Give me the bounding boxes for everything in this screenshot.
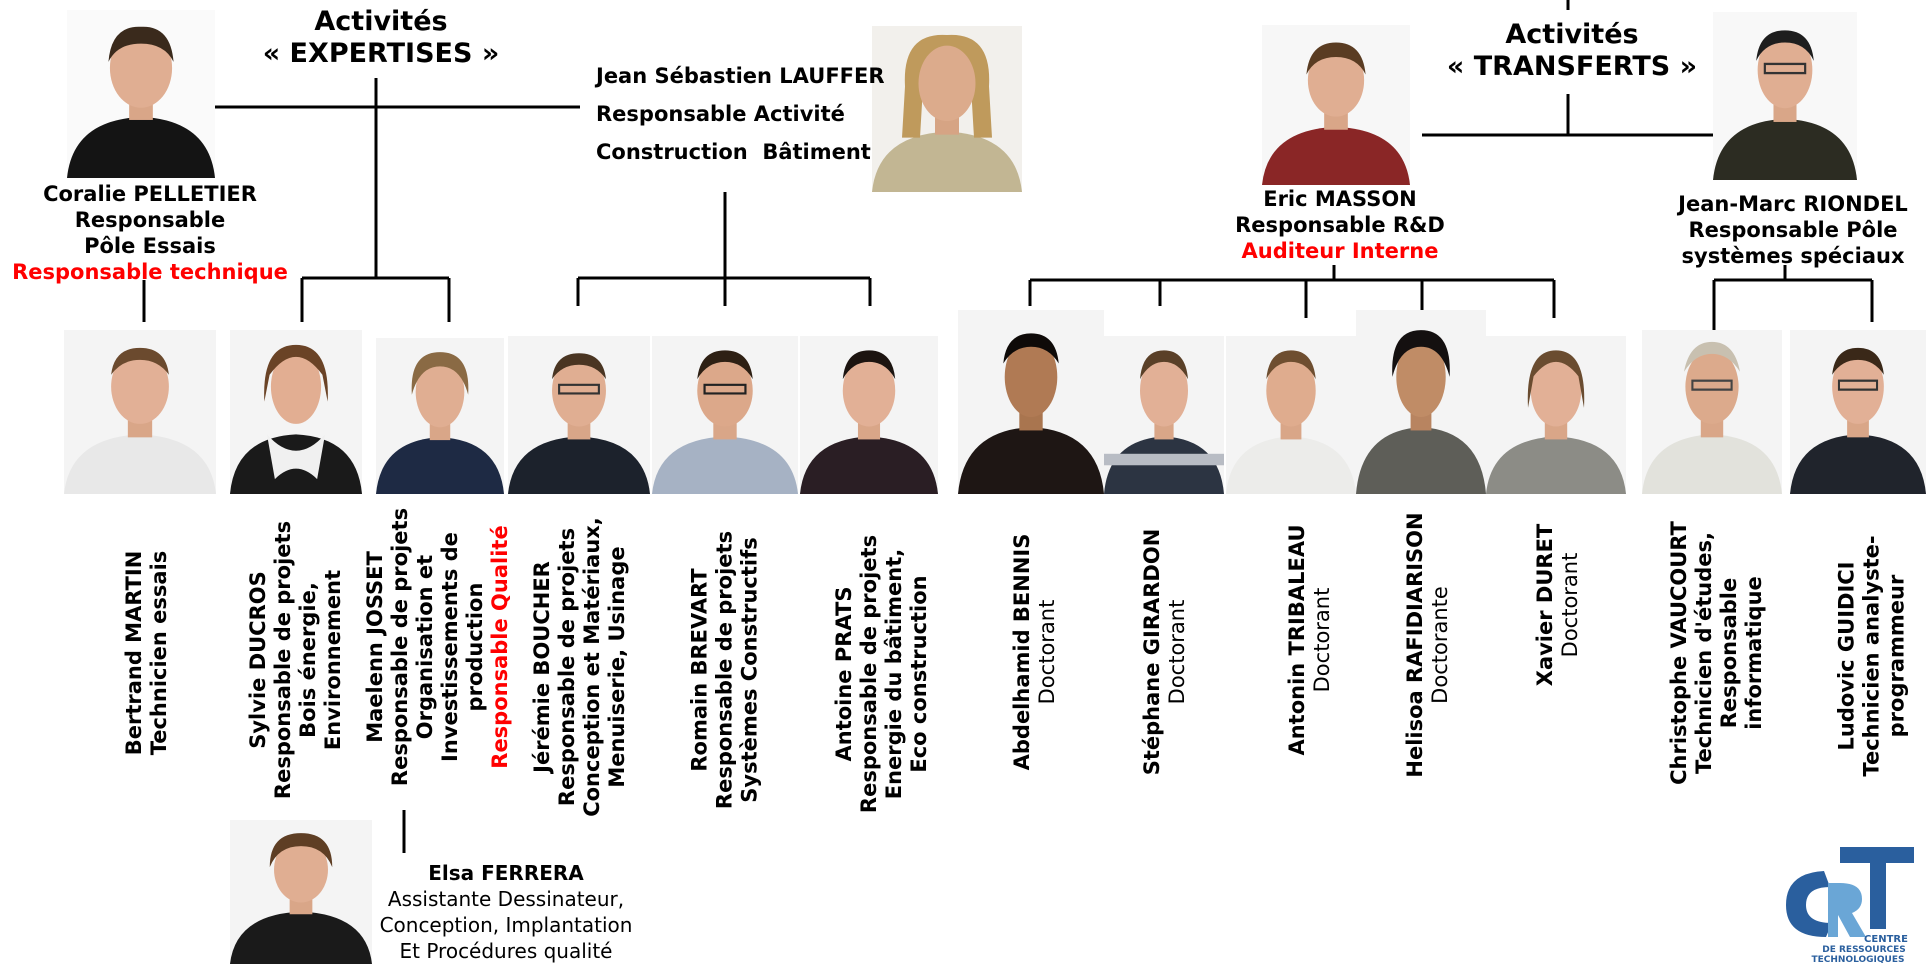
- photo-guidici: [1790, 330, 1926, 494]
- staff-josset-role4: production: [463, 582, 487, 712]
- photo-brevart: [652, 336, 798, 494]
- photo-masson: [1262, 25, 1410, 185]
- staff-boucher-role3: Menuiserie, Usinage: [605, 546, 629, 788]
- staff-josset-name: Maelenn JOSSET: [363, 551, 387, 743]
- staff-josset-role3: Investissements de: [438, 532, 462, 762]
- staff-ferrera-role2: Conception, Implantation: [379, 913, 633, 937]
- leader-pelletier-role1: Responsable: [74, 208, 226, 232]
- leader-masson: Eric MASSON Responsable R&D Auditeur Int…: [1200, 186, 1480, 264]
- staff-guidici-role2: programmeur: [1884, 574, 1909, 738]
- leader-masson-role2: Auditeur Interne: [1241, 239, 1439, 263]
- leader-lauffer-role1: Responsable Activité: [596, 102, 845, 126]
- staff-josset-role1: Responsable de projets: [388, 507, 412, 787]
- leader-pelletier: Coralie PELLETIER Responsable Pôle Essai…: [0, 181, 300, 285]
- header-expertises-line2: « EXPERTISES »: [262, 38, 500, 69]
- staff-girardon-role: Doctorant: [1165, 599, 1189, 705]
- staff-brevart-role2: Systèmes Constructifs: [737, 537, 762, 803]
- staff-duret-name: Xavier DURET: [1533, 523, 1557, 687]
- leader-riondel-role2: systèmes spéciaux: [1681, 244, 1905, 268]
- photo-rafidiarison: [1356, 310, 1486, 494]
- staff-ducros-role1: Responsable de projets: [271, 520, 295, 800]
- photo-ferrera: [230, 820, 372, 964]
- header-expertises: Activités « EXPERTISES »: [246, 6, 516, 70]
- staff-boucher-role1: Responsable de projets: [555, 527, 579, 807]
- leader-riondel-role1: Responsable Pôle: [1688, 218, 1898, 242]
- staff-ducros-name: Sylvie DUCROS: [246, 571, 270, 749]
- staff-girardon-name: Stéphane GIRARDON: [1140, 528, 1164, 776]
- staff-prats-name: Antoine PRATS: [832, 586, 856, 762]
- photo-vaucourt: [1642, 330, 1782, 494]
- leader-lauffer-name: Jean Sébastien LAUFFER: [596, 64, 885, 88]
- leader-pelletier-role2: Pôle Essais: [84, 234, 216, 258]
- photo-lauffer: [872, 26, 1022, 192]
- staff-tribaleau-name: Antonin TRIBALEAU: [1285, 524, 1309, 756]
- staff-bennis-name: Abdelhamid BENNIS: [1010, 533, 1034, 771]
- staff-martin-role: Technicien essais: [147, 550, 171, 756]
- leader-lauffer: Jean Sébastien LAUFFER Responsable Activ…: [596, 57, 885, 171]
- staff-vaucourt-role1: Technicien d'études,: [1692, 532, 1716, 774]
- staff-rafidiarison-role: Doctorante: [1428, 586, 1452, 704]
- staff-ferrera-role3: Et Procédures qualité: [399, 939, 613, 963]
- staff-josset-role5: Responsable Qualité: [488, 525, 512, 769]
- staff-prats-role3: Eco construction: [907, 575, 931, 773]
- staff-ferrera: Elsa FERRERA Assistante Dessinateur, Con…: [366, 860, 646, 964]
- header-transferts-line2: « TRANSFERTS »: [1446, 51, 1698, 82]
- photo-girardon: [1104, 336, 1224, 494]
- staff-ferrera-role1: Assistante Dessinateur,: [387, 887, 625, 911]
- staff-rafidiarison-name: Helisoa RAFIDIARISON: [1403, 512, 1427, 778]
- header-expertises-line1: Activités: [314, 6, 448, 37]
- leader-masson-role1: Responsable R&D: [1235, 213, 1445, 237]
- photo-bennis: [958, 310, 1104, 494]
- staff-ferrera-name: Elsa FERRERA: [428, 861, 584, 885]
- photo-josset: [376, 338, 504, 494]
- crt-logo: CENTRE DE RESSOURCES TECHNOLOGIQUES: [1778, 843, 1918, 965]
- crt-logo-line3: TECHNOLOGIQUES: [1812, 955, 1905, 963]
- leader-masson-name: Eric MASSON: [1263, 187, 1417, 211]
- header-transferts-line1: Activités: [1505, 19, 1639, 50]
- photo-prats: [800, 336, 938, 494]
- staff-brevart-name: Romain BREVART: [687, 568, 712, 772]
- staff-duret-role: Doctorant: [1558, 552, 1582, 658]
- staff-vaucourt-role3: informatique: [1742, 576, 1766, 730]
- leader-pelletier-role3: Responsable technique: [12, 260, 288, 284]
- crt-logo-mark: CENTRE DE RESSOURCES TECHNOLOGIQUES: [1786, 847, 1914, 965]
- staff-martin-name: Bertrand MARTIN: [122, 550, 146, 756]
- photo-ducros: [230, 330, 362, 494]
- photo-duret: [1486, 336, 1626, 494]
- staff-ducros-role3: Environnement: [321, 569, 345, 751]
- staff-prats-role1: Responsable de projets: [857, 534, 881, 814]
- staff-tribaleau-role: Doctorant: [1310, 587, 1334, 693]
- leader-riondel-name: Jean-Marc RIONDEL: [1678, 192, 1908, 216]
- staff-prats-role2: Energie du bâtiment,: [882, 548, 906, 800]
- leader-pelletier-name: Coralie PELLETIER: [43, 182, 257, 206]
- staff-guidici-role1: Technicien analyste-: [1859, 535, 1884, 777]
- staff-guidici-name: Ludovic GUIDICI: [1834, 561, 1859, 751]
- photo-boucher: [508, 336, 650, 494]
- staff-vaucourt-role2: Responsable: [1717, 577, 1741, 729]
- header-transferts: Activités « TRANSFERTS »: [1430, 19, 1714, 83]
- leader-lauffer-role2: Construction Bâtiment: [596, 140, 871, 164]
- staff-josset-role2: Organisation et: [413, 554, 437, 740]
- crt-logo-line2: DE RESSOURCES: [1822, 945, 1906, 955]
- staff-vaucourt-name: Christophe VAUCOURT: [1667, 521, 1691, 785]
- staff-brevart-role1: Responsable de projets: [712, 530, 737, 810]
- staff-bennis-role: Doctorant: [1035, 599, 1059, 705]
- staff-ducros-role2: Bois énergie,: [296, 582, 320, 738]
- crt-logo-line1: CENTRE: [1864, 934, 1908, 945]
- leader-riondel: Jean-Marc RIONDEL Responsable Pôle systè…: [1660, 191, 1926, 269]
- photo-tribaleau: [1226, 336, 1356, 494]
- staff-boucher-role2: Conception et Matériaux,: [580, 517, 604, 817]
- photo-riondel: [1713, 12, 1857, 180]
- photo-martin: [64, 330, 216, 494]
- staff-boucher-name: Jérémie BOUCHER: [530, 561, 554, 773]
- photo-pelletier: [67, 10, 215, 178]
